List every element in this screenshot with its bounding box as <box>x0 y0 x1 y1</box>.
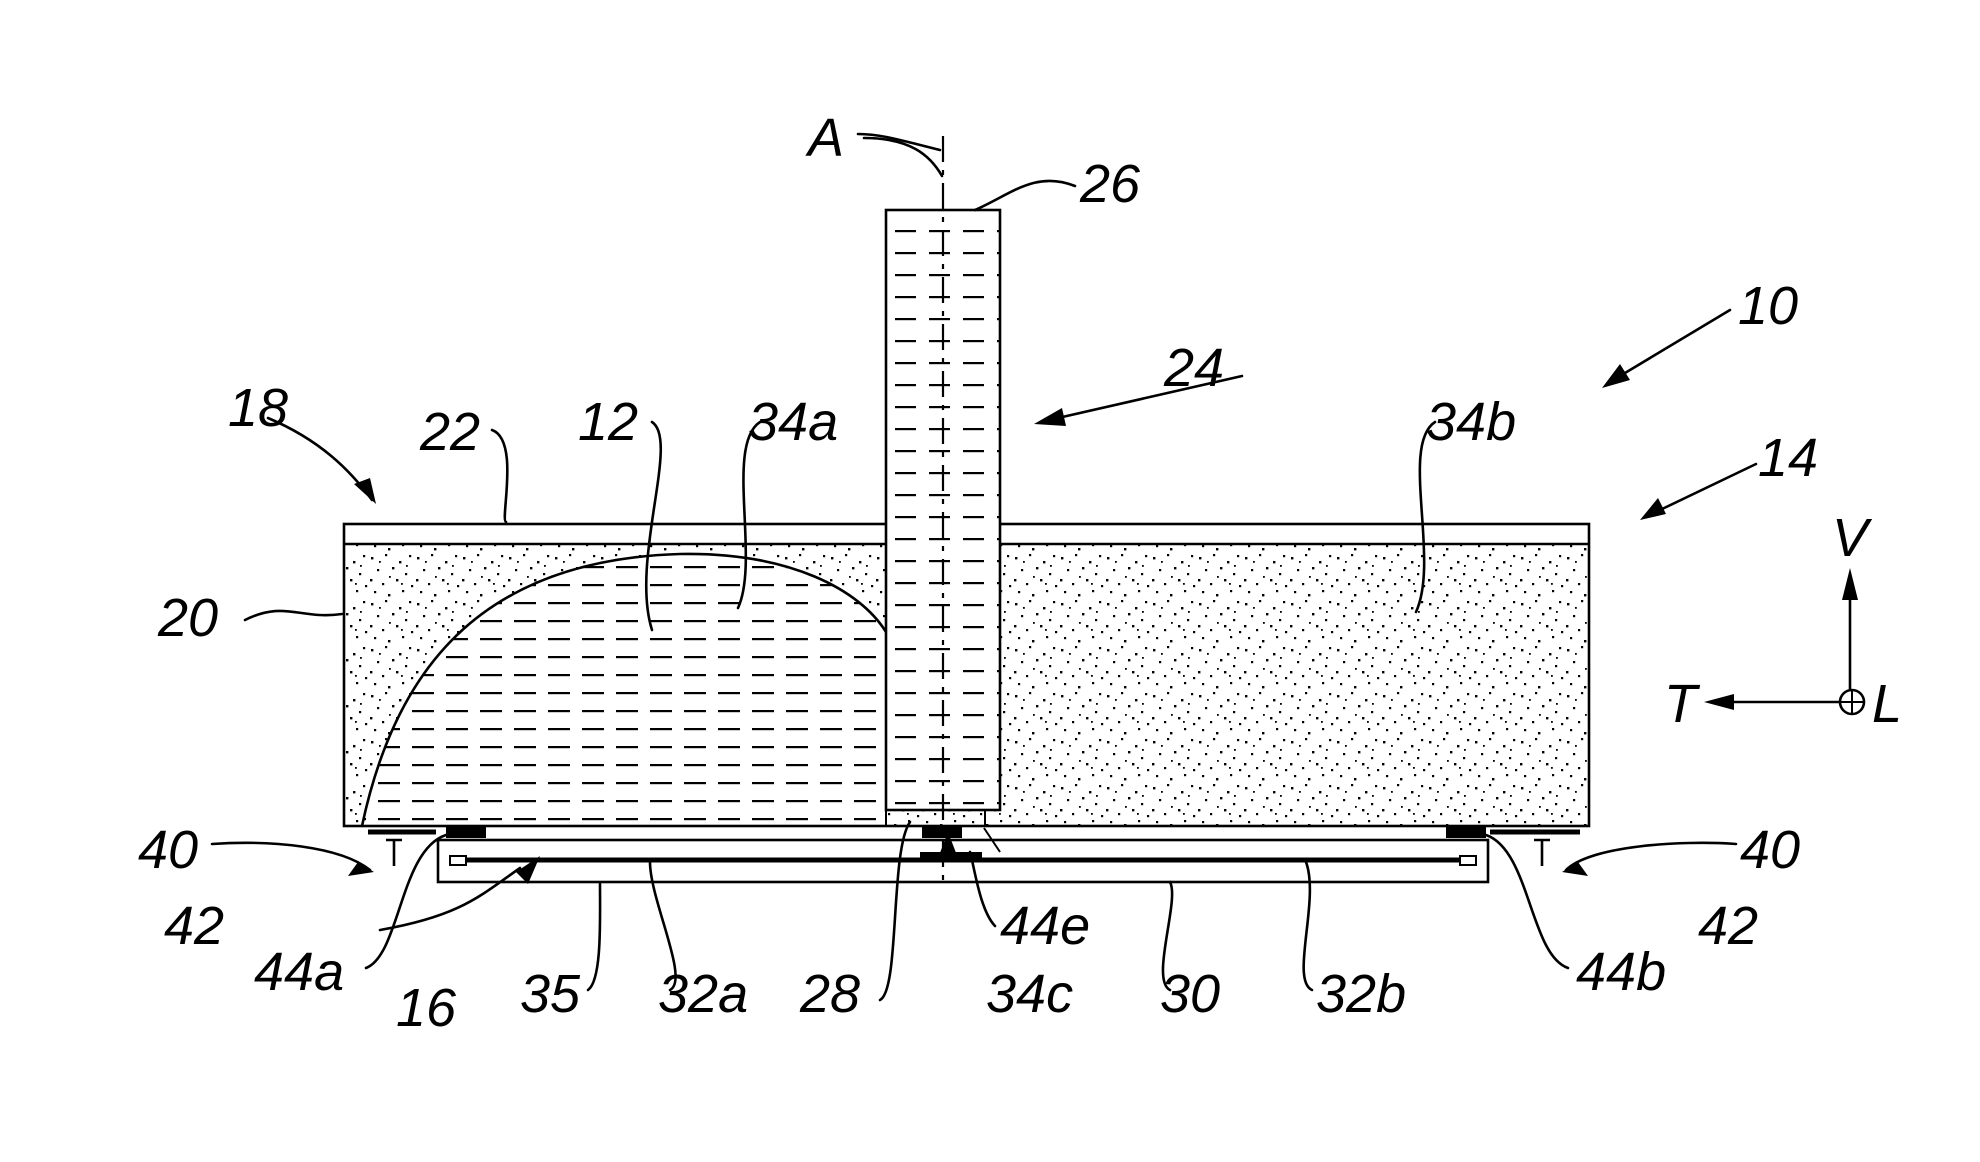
bracket-42-left <box>386 840 402 866</box>
label-22: 22 <box>419 402 480 462</box>
bracket-42-right <box>1534 840 1550 866</box>
label-34c: 34c <box>986 964 1073 1024</box>
arrow-10-icon <box>1602 364 1630 388</box>
label-24: 24 <box>1163 338 1224 398</box>
arrow-left-icon <box>1704 694 1734 710</box>
pad-44b <box>1446 826 1486 838</box>
label-34a: 34a <box>748 392 838 452</box>
label-30: 30 <box>1160 964 1220 1024</box>
label-20: 20 <box>157 588 218 648</box>
label-42-left: 42 <box>164 896 224 956</box>
label-16: 16 <box>396 978 457 1038</box>
label-34b: 34b <box>1426 392 1516 452</box>
direction-V: V <box>1832 508 1873 568</box>
label-26: 26 <box>1079 154 1141 214</box>
pad-44e <box>922 826 962 838</box>
axis-label-A: A <box>805 108 844 168</box>
label-14: 14 <box>1758 428 1818 488</box>
pad-44a <box>446 826 486 838</box>
arrow-up-icon <box>1842 568 1858 600</box>
arrow-14-icon <box>1640 498 1666 520</box>
label-44b: 44b <box>1576 942 1666 1002</box>
direction-T: T <box>1664 674 1701 734</box>
direction-L: L <box>1872 674 1902 734</box>
arrow-24-icon <box>1034 408 1066 426</box>
direction-indicator <box>1704 568 1864 714</box>
chimney <box>886 136 1000 880</box>
label-28: 28 <box>799 964 860 1024</box>
label-44a: 44a <box>254 942 344 1002</box>
label-35: 35 <box>520 964 581 1024</box>
label-42-right: 42 <box>1698 896 1758 956</box>
label-32b: 32b <box>1316 964 1406 1024</box>
label-44e: 44e <box>1000 896 1090 956</box>
label-18: 18 <box>228 378 288 438</box>
label-32a: 32a <box>658 964 748 1024</box>
label-10: 10 <box>1738 276 1798 336</box>
label-40-right: 40 <box>1740 820 1800 880</box>
label-40-left: 40 <box>138 820 198 880</box>
label-12: 12 <box>578 392 638 452</box>
